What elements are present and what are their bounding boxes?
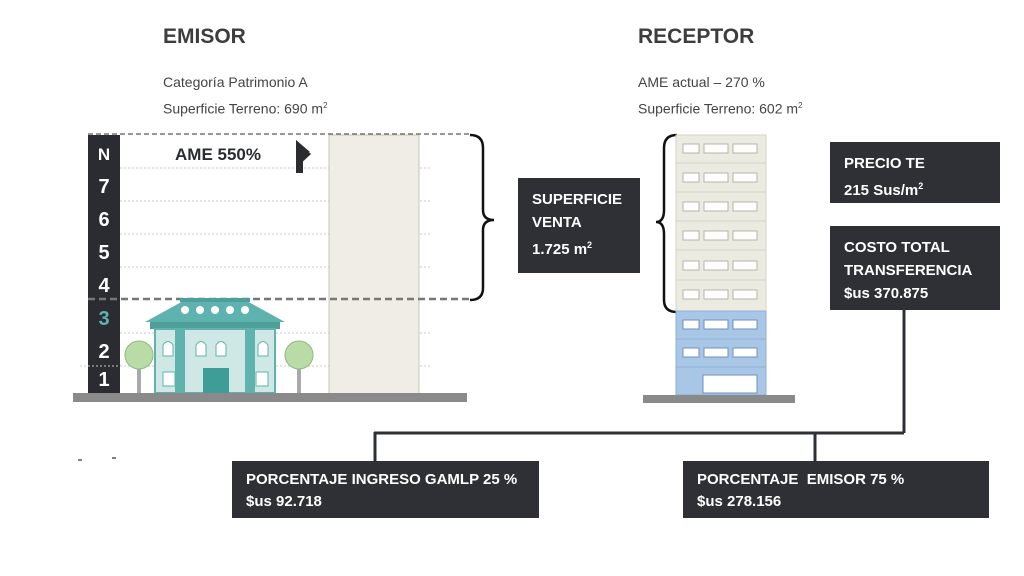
floor-label-7: 7: [98, 176, 110, 198]
superficie-venta-box: SUPERFICIE VENTA 1.725 m2: [518, 178, 640, 273]
porcentaje-emisor-label: PORCENTAJE EMISOR 75 %: [697, 471, 905, 488]
precio-te-value-row: 215 Sus/m2: [844, 175, 986, 202]
receptor-superficie-label: Superficie Terreno: 602 m: [638, 100, 799, 117]
tree-left-icon: [124, 340, 154, 393]
receptor-ame: AME actual – 270 %: [638, 74, 765, 90]
costo-total-line2: TRANSFERENCIA: [844, 262, 973, 279]
emisor-categoria: Categoría Patrimonio A Superficie Terren…: [163, 71, 328, 121]
costo-total-line1: COSTO TOTAL: [844, 239, 950, 256]
porcentaje-emisor-box: PORCENTAJE EMISOR 75 % $us 278.156: [683, 461, 989, 518]
neighbour-building: [328, 134, 420, 396]
floor-label-4: 4: [98, 275, 110, 297]
floor-label-2: 2: [98, 341, 110, 363]
connector-lines: [373, 309, 906, 462]
emisor-categoria-text: Categoría Patrimonio A: [163, 74, 308, 90]
emisor-superficie-label: Superficie Terreno: 690 m: [163, 100, 324, 117]
superficie-venta-line2: VENTA: [532, 214, 582, 231]
floor-column: [88, 135, 120, 395]
receptor-superficie-exp: 2: [798, 101, 803, 110]
floor-label-3: 3: [98, 308, 110, 330]
superficie-venta-exp: 2: [587, 240, 593, 250]
superficie-venta-value: 1.725 m: [532, 241, 588, 258]
precio-te-label: PRECIO TE: [844, 155, 925, 172]
tree-right-icon: [284, 340, 314, 393]
precio-te-exp: 2: [918, 181, 924, 191]
heritage-building: [145, 298, 285, 394]
ground-receptor: [643, 395, 795, 403]
receptor-title: RECEPTOR: [638, 25, 755, 48]
porcentaje-gamlp-value: $us 92.718: [246, 493, 322, 510]
floor-label-6: 6: [98, 209, 110, 231]
porcentaje-emisor-value: $us 278.156: [697, 493, 782, 510]
superficie-venta-line1: SUPERFICIE: [532, 191, 623, 208]
costo-total-value: $us 370.875: [844, 285, 929, 302]
floor-label-n: N: [97, 145, 111, 164]
porcentaje-gamlp-box: PORCENTAJE INGRESO GAMLP 25 % $us 92.718: [232, 461, 539, 518]
bracket-emisor: [469, 133, 495, 302]
emisor-superficie-exp: 2: [323, 101, 328, 110]
bracket-receptor: [655, 133, 678, 314]
emisor-title: EMISOR: [163, 25, 246, 48]
precio-te-box: PRECIO TE 215 Sus/m2: [830, 142, 1000, 203]
floor-label-5: 5: [98, 242, 110, 264]
costo-total-box: COSTO TOTAL TRANSFERENCIA $us 370.875: [830, 226, 1000, 310]
porcentaje-gamlp-label: PORCENTAJE INGRESO GAMLP 25 %: [246, 471, 518, 488]
superficie-venta-value-row: 1.725 m2: [532, 234, 626, 261]
floor-label-1: 1: [98, 369, 110, 391]
receptor-superficie: Superficie Terreno: 602 m2: [638, 94, 803, 121]
precio-te-value: 215 Sus/m: [844, 182, 919, 199]
receptor-info: AME actual – 270 % Superficie Terreno: 6…: [638, 71, 803, 121]
emisor-superficie: Superficie Terreno: 690 m2: [163, 94, 328, 121]
emisor-ame-label: AME 550%: [175, 145, 261, 164]
receptor-building: [675, 134, 767, 396]
decorative-dashes: [78, 457, 116, 461]
ground-emisor: [73, 393, 467, 402]
